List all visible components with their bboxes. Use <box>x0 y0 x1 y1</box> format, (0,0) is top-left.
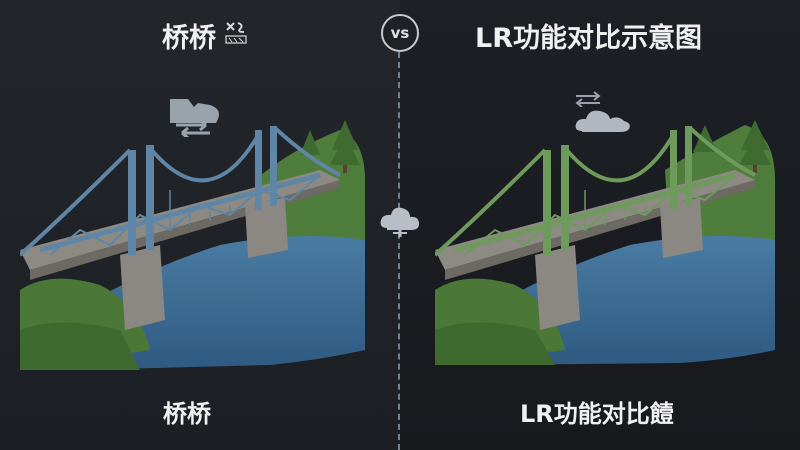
cloud-icon <box>575 110 630 132</box>
cloud-icon <box>380 207 419 237</box>
left-caption: 桥桥 <box>163 400 211 428</box>
seal-stamp-icon <box>225 22 247 44</box>
vs-badge: vs <box>381 14 419 52</box>
right-title: LR功能对比示意图 <box>475 23 702 54</box>
vs-label: vs <box>390 24 410 42</box>
center-divider <box>398 52 400 450</box>
cloud-sync-icon <box>170 99 219 137</box>
transfer-arrows-icon <box>575 91 601 107</box>
left-title: 桥桥 <box>162 23 216 54</box>
left-bridge-illustration <box>20 120 365 370</box>
right-bridge-illustration <box>435 120 775 365</box>
right-caption: LR功能对比饐 <box>520 400 674 428</box>
